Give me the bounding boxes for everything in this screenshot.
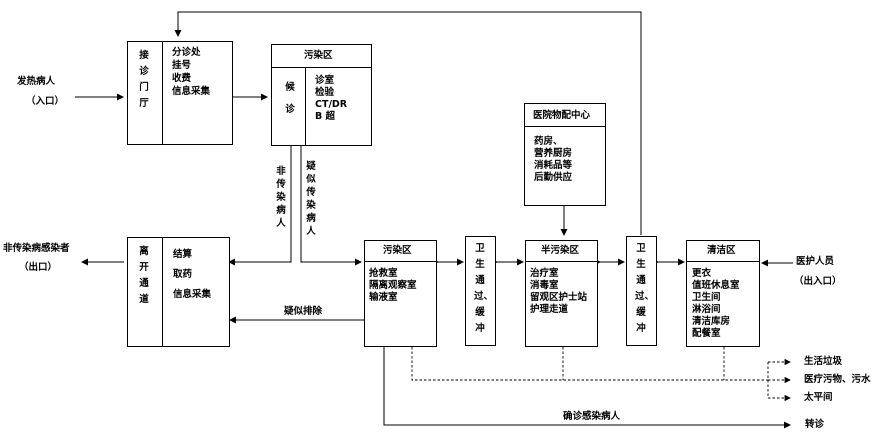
transfer-arrow xyxy=(383,347,791,429)
staff-label: 医护人员 xyxy=(796,256,835,267)
logistics-item: 药房、 xyxy=(534,136,563,147)
clean-box: 清洁区 更衣 值班休息室 卫生间 淋浴间 清洁库房 配餐室 xyxy=(686,240,760,347)
non-infectious-label: 非传染病人 xyxy=(276,166,286,229)
reception-item: 收费 xyxy=(172,73,192,84)
contaminated-item: 输液室 xyxy=(369,292,398,303)
reception-box: 接诊门厅 分诊处 挂号 收费 信息采集 xyxy=(127,41,233,145)
non-infectious-arrow xyxy=(228,146,292,266)
reception-item: 分诊处 xyxy=(172,47,201,58)
departure-box: 离开通道 结算 取药 信息采集 xyxy=(127,237,230,347)
buffer-left-box: 卫生通过、缓冲 xyxy=(465,236,496,346)
semi-item: 护理走道 xyxy=(530,304,569,315)
reception-item: 挂号 xyxy=(172,60,192,71)
departure-item: 结算 xyxy=(173,249,193,260)
contaminated-item: 隔离观察室 xyxy=(369,280,417,291)
contaminated-main-box: 污染区 抢救室 隔离观察室 输液室 xyxy=(364,240,437,347)
waste-item: 生活垃圾 xyxy=(804,356,843,367)
semi-item: 留观区护士站 xyxy=(530,292,588,303)
semi-item: 消毒室 xyxy=(530,280,559,291)
logistics-item: 营养厨房 xyxy=(534,148,573,159)
logistics-title: 医院物配中心 xyxy=(533,110,591,121)
suspected-label: 疑似传染病人 xyxy=(306,161,316,237)
exit-label: 非传染病感染者 xyxy=(3,243,70,254)
clean-item: 配餐室 xyxy=(692,328,721,339)
semi-box: 半污染区 治疗室 消毒室 留观区护士站 护理走道 xyxy=(525,240,598,347)
reception-item: 信息采集 xyxy=(172,86,211,97)
transfer-label: 转诊 xyxy=(805,419,825,430)
triage-item: B 超 xyxy=(315,111,336,122)
triage-item: CT/DR xyxy=(315,99,348,110)
departure-name: 离开通道 xyxy=(139,246,149,305)
departure-item: 取药 xyxy=(173,269,193,280)
buffer-right-box: 卫生通过、缓冲 xyxy=(626,236,657,346)
top-loop-arrow xyxy=(174,11,642,235)
waste-item: 太平间 xyxy=(804,392,833,403)
logistics-box: 医院物配中心 药房、 营养厨房 消耗品等 后勤供应 xyxy=(524,103,606,206)
contaminated-top-box: 污染区 候诊 诊室 检验 CT/DR B 超 xyxy=(271,44,372,146)
entrance-label: 发热病人 xyxy=(17,76,56,87)
clean-item: 卫生间 xyxy=(692,292,721,303)
clean-item: 淋浴间 xyxy=(692,304,721,315)
buffer-right-label: 卫生通过、缓冲 xyxy=(635,243,655,334)
staff-sub: （出入口） xyxy=(794,276,842,287)
suspected-arrow xyxy=(300,146,362,266)
semi-title: 半污染区 xyxy=(541,245,580,256)
buffer-left-label: 卫生通过、缓冲 xyxy=(474,243,494,334)
clean-item: 更衣 xyxy=(692,268,712,279)
triage-item: 诊室 xyxy=(315,75,335,86)
logistics-item: 消耗品等 xyxy=(534,160,573,171)
contaminated-top-title: 污染区 xyxy=(304,50,333,61)
logistics-item: 后勤供应 xyxy=(534,172,573,183)
contaminated-item: 抢救室 xyxy=(369,268,398,279)
waiting-label: 候诊 xyxy=(285,82,295,115)
contaminated-main-title: 污染区 xyxy=(383,245,412,256)
departure-item: 信息采集 xyxy=(173,289,212,300)
entrance-sub: （入口） xyxy=(26,96,65,107)
semi-item: 治疗室 xyxy=(530,268,559,279)
clean-title: 清洁区 xyxy=(707,245,736,256)
triage-item: 检验 xyxy=(315,87,335,98)
confirmed-label: 确诊感染病人 xyxy=(563,411,621,422)
reception-name: 接诊门厅 xyxy=(139,50,149,109)
exit-sub: （出口） xyxy=(19,262,58,273)
clean-item: 值班休息室 xyxy=(692,280,740,291)
ruled-out-label: 疑似排除 xyxy=(284,306,323,317)
waste-item: 医疗污物、污水 xyxy=(804,374,871,385)
clean-item: 清洁库房 xyxy=(692,316,731,327)
